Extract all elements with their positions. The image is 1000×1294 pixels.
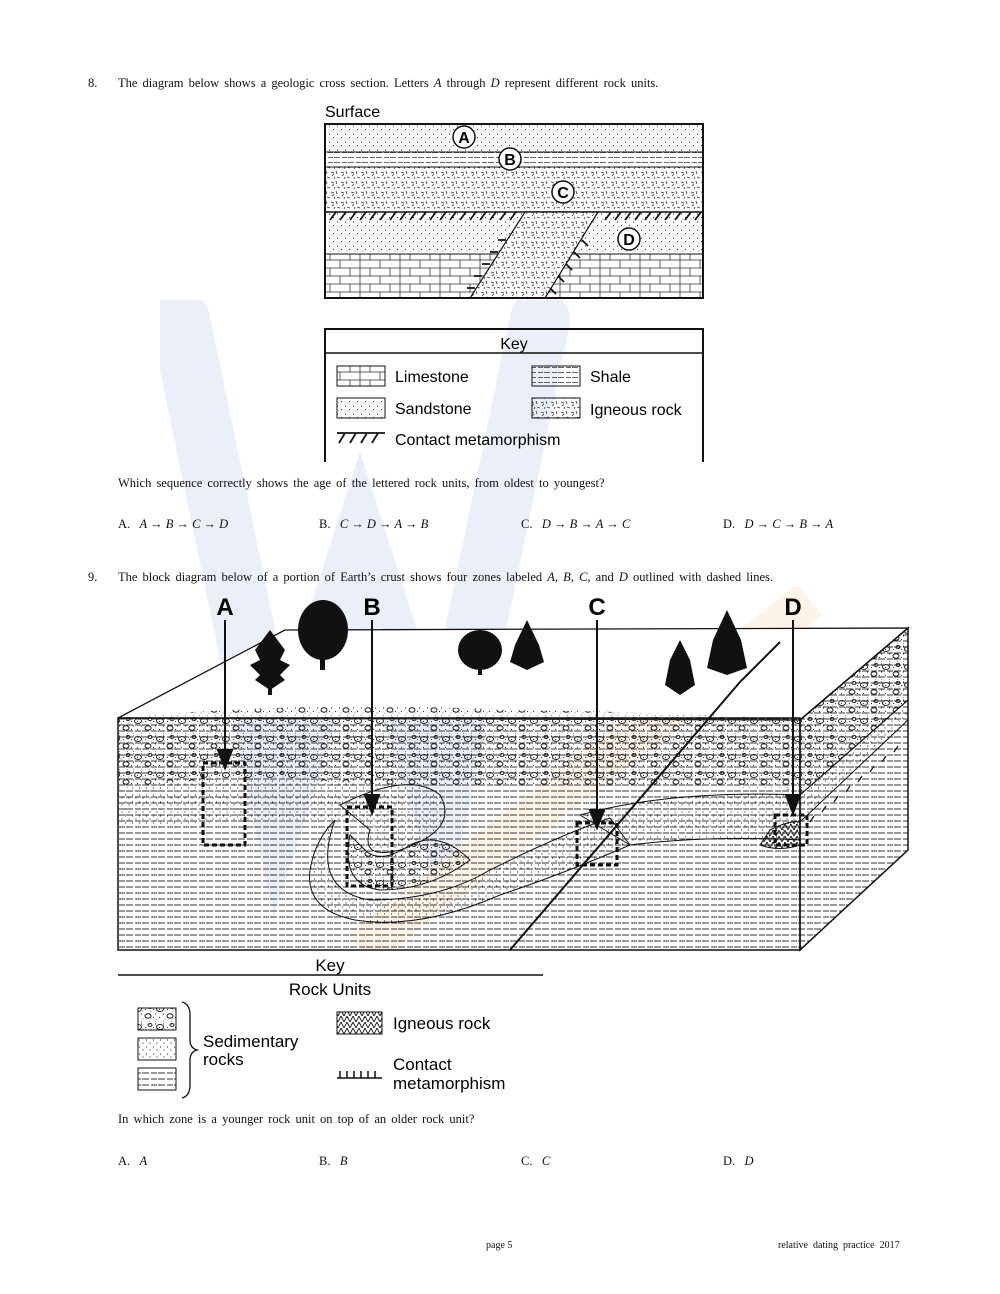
svg-text:A: A <box>458 130 470 147</box>
unit-label-b: B <box>498 147 522 171</box>
zone-label-a: A <box>216 594 233 621</box>
key-conglomerate <box>137 1007 177 1031</box>
key-shale-box <box>137 1067 177 1091</box>
q8-key: Key Limestone Shale Sandstone Igneous ro… <box>324 328 704 462</box>
svg-text:metamorphism: metamorphism <box>393 1074 505 1093</box>
svg-text:D: D <box>623 232 635 249</box>
svg-text:C: C <box>557 185 569 202</box>
q9-choice-c[interactable]: C. C <box>521 1154 551 1168</box>
svg-text:B: B <box>504 152 516 169</box>
zone-label-c: C <box>588 594 605 621</box>
key-contact: Contact metamorphism <box>395 432 560 449</box>
q9-number: 9. <box>88 570 98 584</box>
unit-label-d: D <box>617 227 641 251</box>
svg-text:Contact: Contact <box>393 1055 452 1074</box>
svg-text:Key: Key <box>315 956 345 975</box>
q8-question: Which sequence correctly shows the age o… <box>118 476 605 490</box>
surface-label: Surface <box>325 104 380 121</box>
zone-label-d: D <box>784 594 801 621</box>
q8-number: 8. <box>88 76 98 90</box>
zone-c-box <box>575 821 619 867</box>
q8-choice-b[interactable]: B. C → D → A → B <box>319 517 429 531</box>
q9-choice-b[interactable]: B. B <box>319 1154 348 1168</box>
q8-choice-a[interactable]: A. A → B → C → D <box>118 517 229 531</box>
q9-question: In which zone is a younger rock unit on … <box>118 1112 475 1126</box>
key-sandstone-box <box>137 1037 177 1061</box>
zone-d-box <box>773 813 809 847</box>
q8-choice-c[interactable]: C. D → B → A → C <box>521 517 631 531</box>
key-sandstone: Sandstone <box>395 401 472 418</box>
key-brace <box>181 1001 200 1099</box>
key-igneous: Igneous rock <box>590 402 683 419</box>
zone-label-b: B <box>363 594 380 621</box>
q8-prompt: The diagram below shows a geologic cross… <box>118 76 659 90</box>
key-limestone: Limestone <box>395 369 469 386</box>
zone-a-box <box>201 761 247 847</box>
q9-choice-d[interactable]: D. D <box>723 1154 754 1168</box>
svg-text:Igneous rock: Igneous rock <box>393 1014 491 1033</box>
q9-choice-a[interactable]: A. A <box>118 1154 148 1168</box>
key-shale: Shale <box>590 369 631 386</box>
q8-cross-section-diagram: Surface A B C D <box>324 104 704 462</box>
svg-text:Key: Key <box>500 336 528 353</box>
svg-text:Rock Units: Rock Units <box>289 980 371 999</box>
svg-text:Sedimentary: Sedimentary <box>203 1032 299 1051</box>
page-number: page 5 <box>486 1240 513 1251</box>
unit-label-a: A <box>452 125 476 149</box>
block-front-face <box>117 641 801 951</box>
tree-icons <box>250 600 747 695</box>
q9-key: Key Rock Units Sedimentary rocks Igneous… <box>118 956 543 1099</box>
zone-b-box <box>345 805 394 888</box>
q9-block-diagram: A B C D Key Rock Units Sedimentary rocks… <box>117 594 910 1099</box>
footer-title: relative dating practice 2017 <box>778 1240 900 1251</box>
unit-label-c: C <box>551 180 575 204</box>
key-igneous-box <box>336 1011 383 1035</box>
q8-choice-d[interactable]: D. D → C → B → A <box>723 517 834 531</box>
q9-prompt: The block diagram below of a portion of … <box>118 570 774 584</box>
svg-text:rocks: rocks <box>203 1050 244 1069</box>
